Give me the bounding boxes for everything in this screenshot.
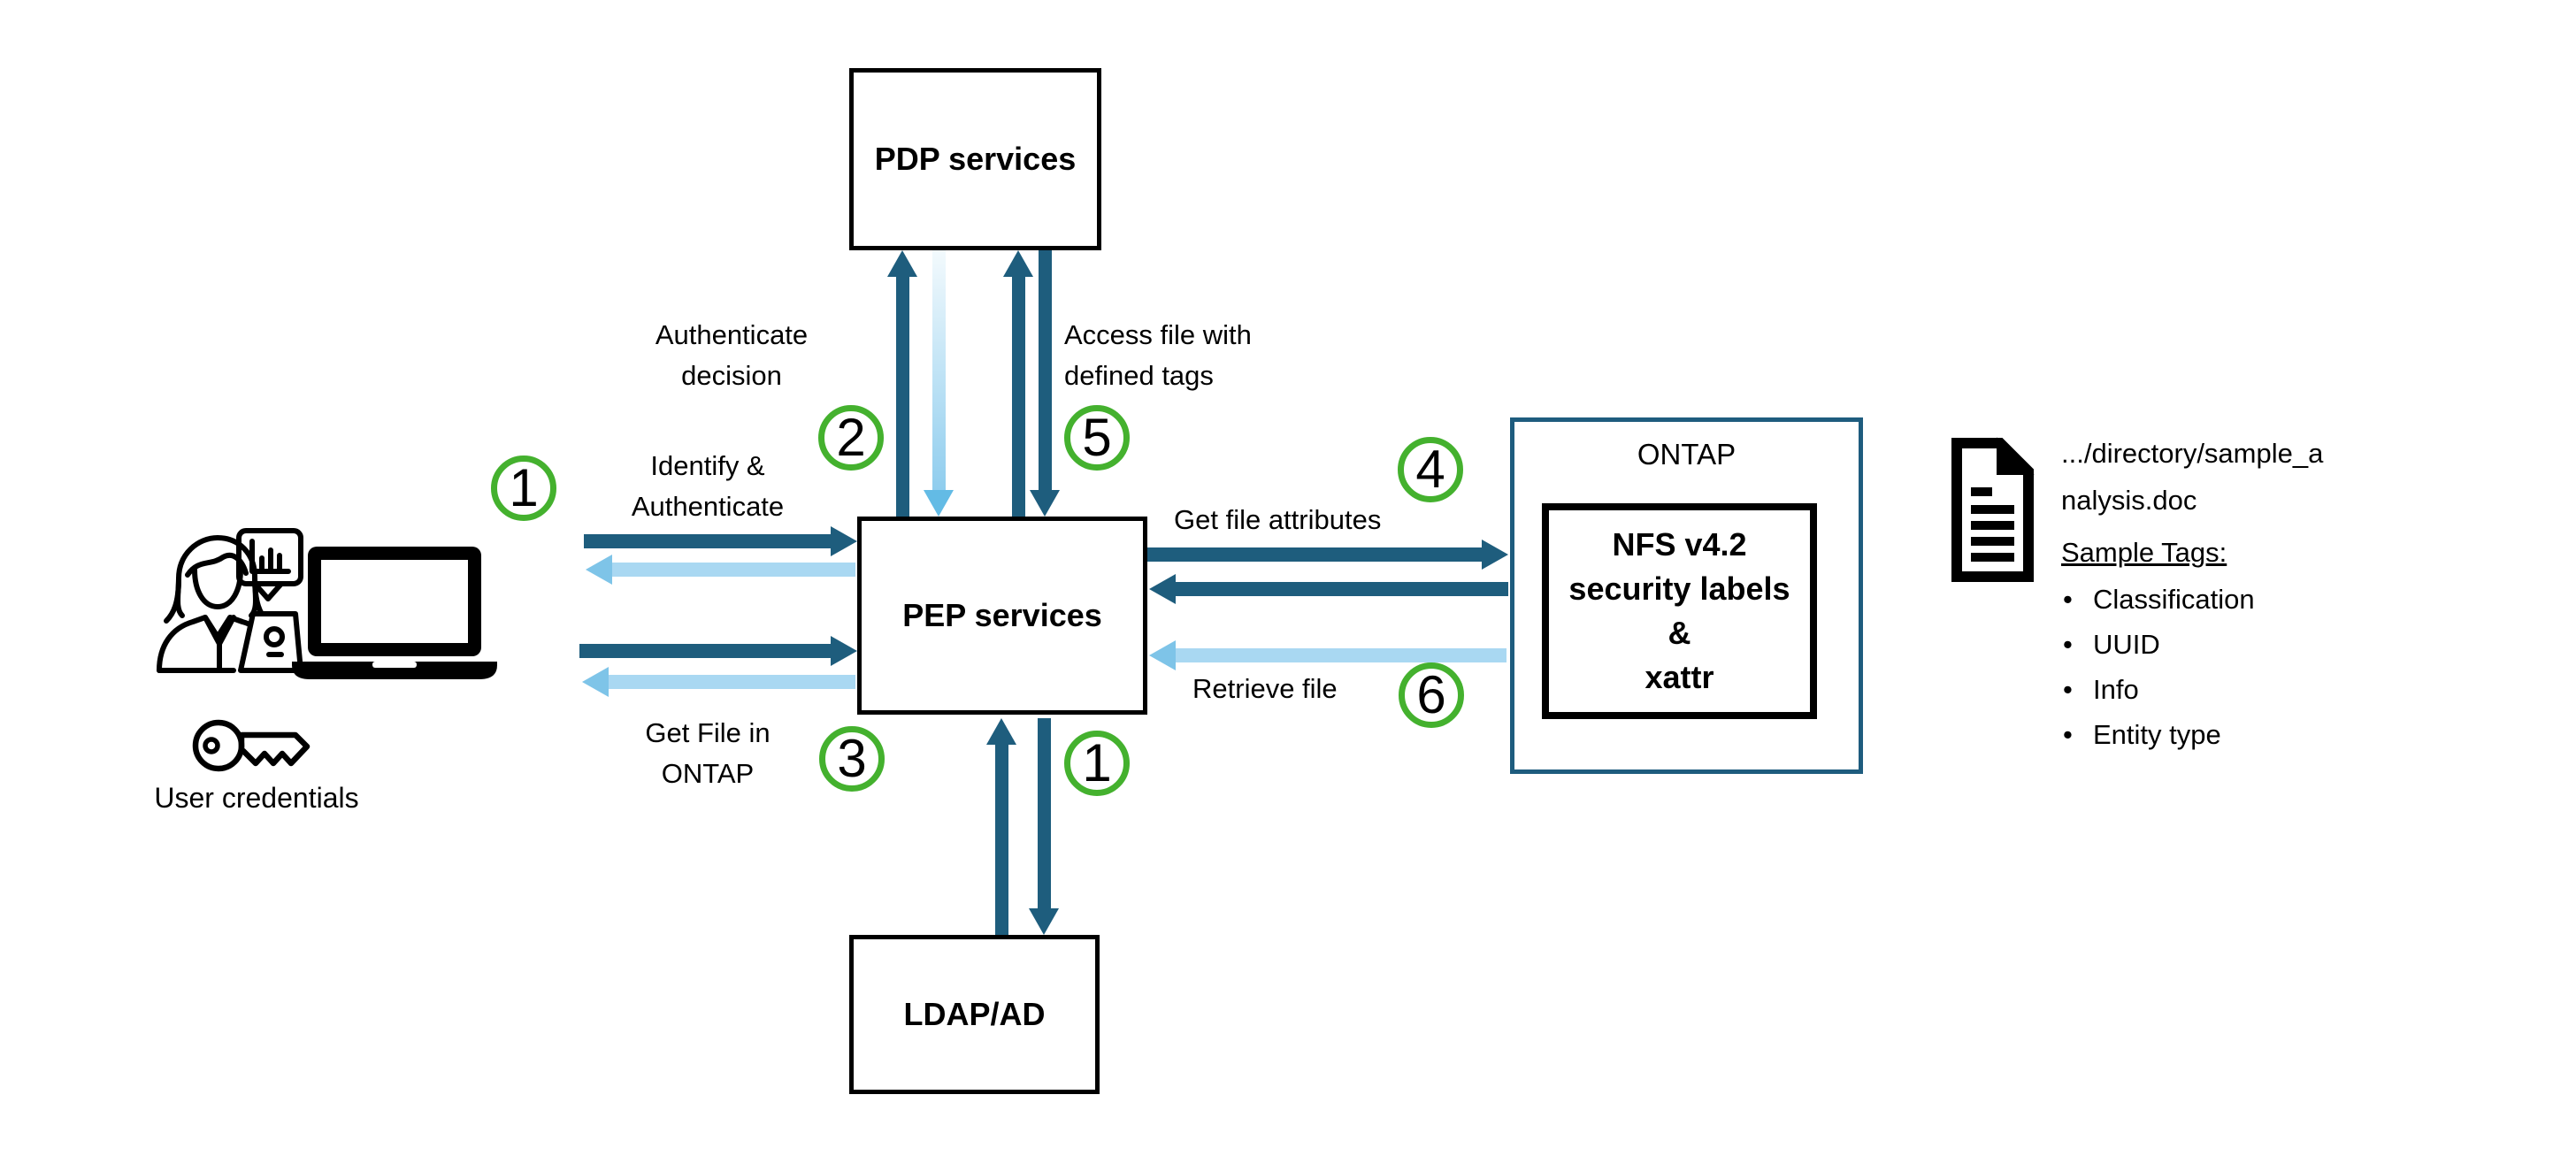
key-icon-svg [192,719,310,772]
arrow-head [1149,640,1176,670]
nfs-security-labels-label: NFS v4.2 security labels & xattr [1568,526,1790,695]
bullet-icon: • [2063,719,2073,750]
arrow-pdp-to-pep-response [922,250,955,517]
label-identify-authenticate: Identify & Authenticate [631,450,785,522]
tag-label: Classification [2093,584,2255,615]
analyst-icon-svg [157,528,303,673]
arrow-head [1029,908,1059,935]
tag-item: • Info [2063,667,2364,712]
arrow-shaft [1176,648,1506,662]
step-badge-2-authenticate-decision: 2 [818,405,884,471]
arrow-head [582,667,609,697]
tag-item: • UUID [2063,622,2364,667]
step-badge-4-get-file-attributes: 4 [1398,437,1463,502]
file-path: .../directory/sample_a nalysis.doc [2061,438,2324,516]
laptop-icon-svg [292,547,497,679]
arrow-head [1482,540,1508,570]
arrow-pep-to-ldap [1027,718,1061,935]
arrow-head [924,490,954,517]
arrow-pep-to-user-identify-response [586,553,855,586]
arrow-pep-to-user-file-response [582,665,855,699]
arrow-shaft [1147,547,1482,562]
sample-tags-heading: Sample Tags: [2061,537,2227,568]
arrow-shaft [1037,718,1051,908]
ldap-ad-label: LDAP/AD [903,996,1046,1032]
arrow-shaft [612,563,855,577]
step-badge-5-access-file: 5 [1064,405,1130,471]
arrow-shaft [994,745,1008,935]
tag-label: UUID [2093,629,2160,660]
ldap-ad-box: LDAP/AD [849,935,1100,1094]
arrow-user-to-pep-identify [584,524,857,558]
arrow-shaft [609,675,855,689]
bullet-icon: • [2063,584,2073,615]
arrow-shaft [895,277,909,517]
tag-label: Info [2093,674,2139,705]
arrow-head [986,718,1016,745]
arrow-shaft [932,250,946,490]
arrow-pep-to-ontap-get-attributes [1147,538,1508,571]
arrow-head [1030,490,1060,517]
pdp-services-box: PDP services [849,68,1101,250]
document-icon-svg [1951,437,2035,582]
arrow-shaft [584,534,831,548]
arrow-shaft [1011,277,1025,517]
document-icon [1951,437,2035,583]
arrow-shaft [1176,582,1508,596]
laptop-icon [292,547,497,679]
label-access-file-with-defined-tags: Access file with defined tags [1064,319,1252,391]
key-icon [191,704,315,782]
arrow-ontap-to-pep-retrieve-file [1149,639,1506,672]
step-badge-1-identify: 1 [491,456,556,521]
pep-services-label: PEP services [902,597,1102,633]
sample-tags-list: • Classification • UUID • Info • Entity … [2063,577,2364,757]
step-badge-3-get-file-in-ontap: 3 [819,726,885,792]
arrow-pep-to-pdp-access-request [1001,250,1035,517]
pep-services-box: PEP services [857,517,1147,715]
arrow-head [831,526,857,556]
user-credentials-caption: User credentials [154,782,359,814]
arrow-head [1149,574,1176,604]
arrow-head [887,250,917,277]
arrow-shaft [579,644,831,658]
bullet-icon: • [2063,629,2073,660]
label-get-file-in-ontap: Get File in ONTAP [645,717,770,789]
arrow-head [586,555,612,585]
arrow-pep-to-pdp-request [886,250,919,517]
pdp-services-label: PDP services [874,141,1077,177]
label-authenticate-decision: Authenticate decision [655,319,809,391]
tag-label: Entity type [2093,719,2221,750]
bullet-icon: • [2063,674,2073,705]
label-retrieve-file: Retrieve file [1192,673,1338,704]
arrow-user-to-pep-get-file [579,634,857,668]
arrow-ldap-to-pep [985,718,1018,935]
arrow-head [831,636,857,666]
arrow-head [1003,250,1033,277]
analyst-icon [149,527,306,679]
tag-item: • Classification [2063,577,2364,622]
ontap-title: ONTAP [1637,438,1736,471]
label-get-file-attributes: Get file attributes [1174,504,1382,535]
step-badge-6-retrieve-file: 6 [1399,662,1464,728]
tag-item: • Entity type [2063,712,2364,757]
nfs-security-labels-box: NFS v4.2 security labels & xattr [1542,503,1817,719]
arrow-pdp-to-pep-access-response [1028,250,1062,517]
arrow-shaft [1038,250,1052,490]
arrow-ontap-to-pep-attributes-response [1149,572,1508,606]
step-badge-1-ldap-lookup: 1 [1064,731,1130,796]
